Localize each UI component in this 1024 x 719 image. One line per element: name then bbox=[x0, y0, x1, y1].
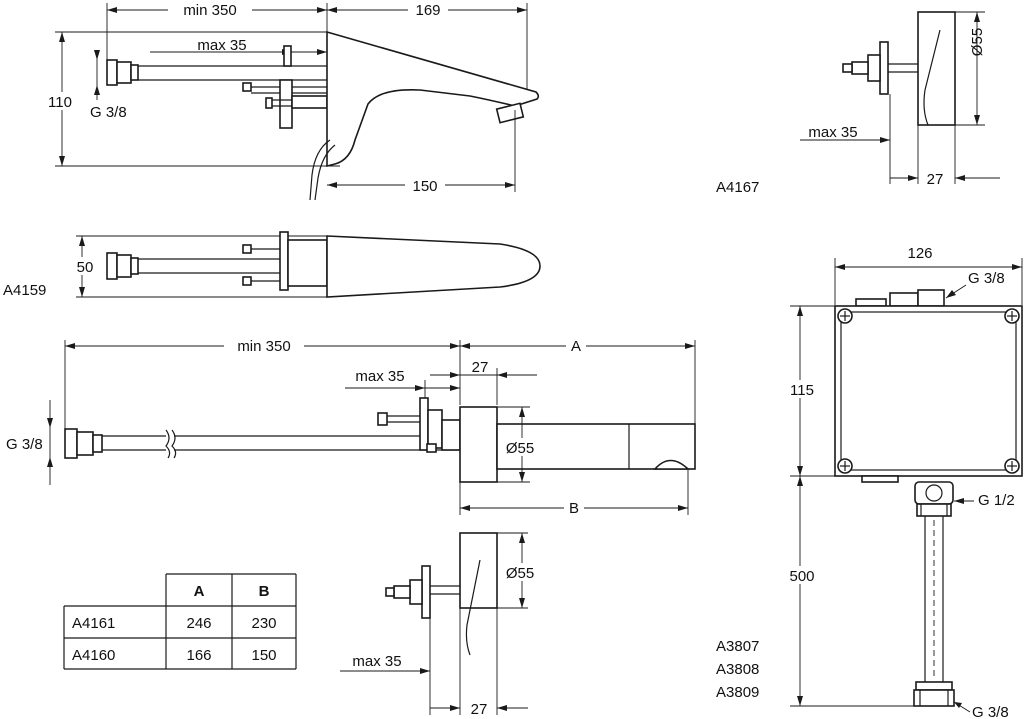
dim-max-35: max 35 bbox=[197, 37, 246, 54]
model-a4159: A4159 bbox=[3, 282, 46, 299]
view-cylinder-side: Ø55 max 35 27 bbox=[340, 532, 540, 718]
dim-27-b: 27 bbox=[472, 359, 489, 376]
table-row-1-a: 246 bbox=[186, 615, 211, 632]
model-a4167: A4167 bbox=[716, 179, 759, 196]
thread-g38-bottom: G 3/8 bbox=[972, 704, 1009, 719]
dim-27-a: 27 bbox=[927, 171, 944, 188]
dim-500: 500 bbox=[789, 568, 814, 585]
dim-b: B bbox=[569, 500, 579, 517]
table-row-2-model: A4160 bbox=[72, 647, 115, 664]
table-row-1-model: A4161 bbox=[72, 615, 115, 632]
dim-50: 50 bbox=[77, 259, 94, 276]
dim-dia-55-c: Ø55 bbox=[506, 565, 534, 582]
screw-bottom-left bbox=[837, 458, 853, 474]
dim-max-35-b: max 35 bbox=[355, 368, 404, 385]
dim-126: 126 bbox=[907, 245, 932, 262]
thread-g12: G 1/2 bbox=[978, 492, 1015, 509]
table-row-2-a: 166 bbox=[186, 647, 211, 664]
table-row-1-b: 230 bbox=[251, 615, 276, 632]
dim-150: 150 bbox=[412, 178, 437, 195]
thread-g38: G 3/8 bbox=[90, 104, 127, 121]
dim-dia-55-b: Ø55 bbox=[506, 440, 534, 457]
screw-bottom-right bbox=[1004, 458, 1020, 474]
screw-top-left bbox=[837, 308, 853, 324]
model-a3808: A3808 bbox=[716, 661, 759, 678]
dimension-table: A B A4161 246 230 A4160 166 150 bbox=[63, 573, 297, 670]
view-a4167: Ø55 max 35 27 A4167 bbox=[716, 11, 1000, 196]
table-row-2-b: 150 bbox=[251, 647, 276, 664]
model-a3807: A3807 bbox=[716, 638, 759, 655]
table-header-a: A bbox=[194, 583, 205, 600]
dim-27-c: 27 bbox=[471, 701, 488, 718]
thread-g38-top: G 3/8 bbox=[968, 270, 1005, 287]
screw-top-right bbox=[1004, 308, 1020, 324]
dim-min-350: min 350 bbox=[183, 2, 236, 19]
view-control-box: 126 G 3/8 115 G 1/2 bbox=[716, 245, 1023, 719]
view-side-elevation: min 350 169 max 35 110 G 3/8 bbox=[44, 2, 540, 201]
dim-max-35-a: max 35 bbox=[808, 124, 857, 141]
thread-g38-b: G 3/8 bbox=[6, 436, 43, 453]
dim-115: 115 bbox=[790, 382, 814, 399]
dim-max-35-c: max 35 bbox=[352, 653, 401, 670]
dim-dia-55-a: Ø55 bbox=[969, 28, 986, 56]
dim-110: 110 bbox=[48, 94, 72, 111]
table-header-b: B bbox=[259, 583, 270, 600]
view-cylinder-spout: min 350 A 27 max 35 G 3/8 bbox=[6, 336, 696, 517]
model-a3809: A3809 bbox=[716, 684, 759, 701]
view-top-spout: 50 A4159 bbox=[3, 231, 541, 299]
dim-min-350-b: min 350 bbox=[237, 338, 290, 355]
dim-169: 169 bbox=[415, 2, 440, 19]
dim-a: A bbox=[571, 338, 581, 355]
